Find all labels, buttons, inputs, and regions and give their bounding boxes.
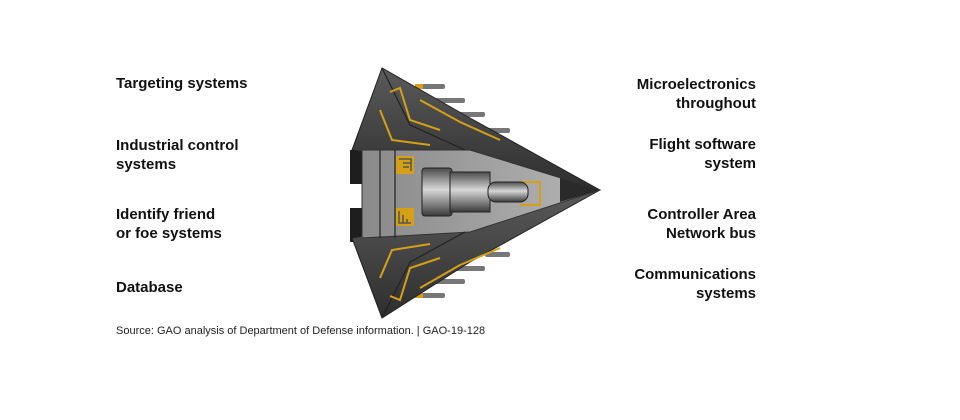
label-line: systems — [116, 156, 177, 173]
label-microelectronics: Microelectronics throughout — [637, 75, 756, 113]
chip-icon-upper — [396, 156, 414, 174]
label-line: Identify friend — [116, 206, 216, 223]
engine-housing — [421, 167, 453, 217]
label-line: Industrial control — [116, 137, 239, 154]
exhaust-upper — [350, 150, 364, 184]
aircraft — [350, 67, 602, 319]
label-identify-friend-or-foe: Identify friend or foe systems — [116, 205, 222, 243]
label-line: Controller Area — [647, 206, 756, 223]
nose-tip — [560, 178, 600, 202]
label-line: Targeting systems — [116, 75, 248, 92]
drive-shaft — [487, 181, 529, 203]
label-line: Network bus — [665, 225, 756, 242]
source-note: Source: GAO analysis of Department of De… — [116, 325, 486, 337]
label-line: Communications — [634, 266, 756, 283]
engine-core — [449, 171, 491, 213]
label-line: Database — [116, 279, 183, 296]
label-line: systems — [695, 285, 756, 302]
circuit-traces — [379, 86, 541, 302]
label-industrial-control-systems: Industrial control systems — [116, 136, 239, 174]
chip-icon-lower — [396, 208, 414, 226]
panel-lines — [379, 67, 466, 319]
label-line: Flight software — [649, 136, 756, 153]
leader-lines — [195, 84, 635, 291]
label-line: throughout — [676, 95, 756, 112]
label-line: Microelectronics — [636, 76, 756, 93]
label-line: system — [704, 155, 756, 172]
label-flight-software-system: Flight software system — [649, 135, 756, 173]
label-controller-area-network-bus: Controller Area Network bus — [647, 205, 756, 243]
pin-tips — [415, 84, 423, 298]
label-database: Database — [116, 278, 183, 297]
label-line: or foe systems — [116, 225, 222, 242]
exhaust-lower — [350, 208, 364, 242]
label-communications-systems: Communications systems — [634, 265, 756, 303]
label-targeting-systems: Targeting systems — [116, 74, 247, 93]
